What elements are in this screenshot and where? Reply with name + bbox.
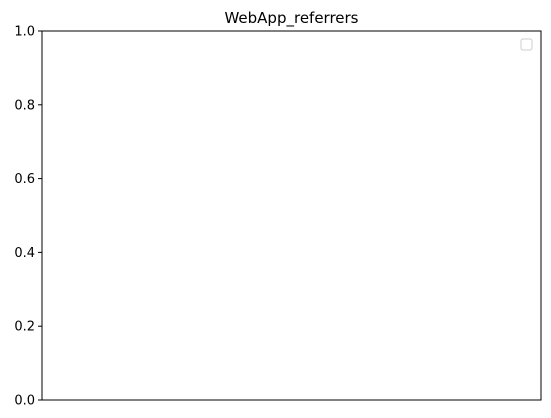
y-tick-label: 1.0 [14, 25, 35, 40]
y-tick-label: 0.8 [14, 98, 35, 113]
y-tick-label: 0.0 [14, 394, 35, 409]
legend [520, 38, 533, 51]
legend-box [520, 38, 533, 51]
y-tick-label: 0.2 [14, 320, 35, 335]
y-tick-label: 0.4 [14, 246, 35, 261]
chart-title: WebApp_referrers [224, 9, 358, 28]
y-tick-label: 0.6 [14, 172, 35, 187]
y-axis: 0.0 0.2 0.4 0.6 0.8 1.0 [14, 25, 42, 409]
plot-area [41, 30, 542, 401]
